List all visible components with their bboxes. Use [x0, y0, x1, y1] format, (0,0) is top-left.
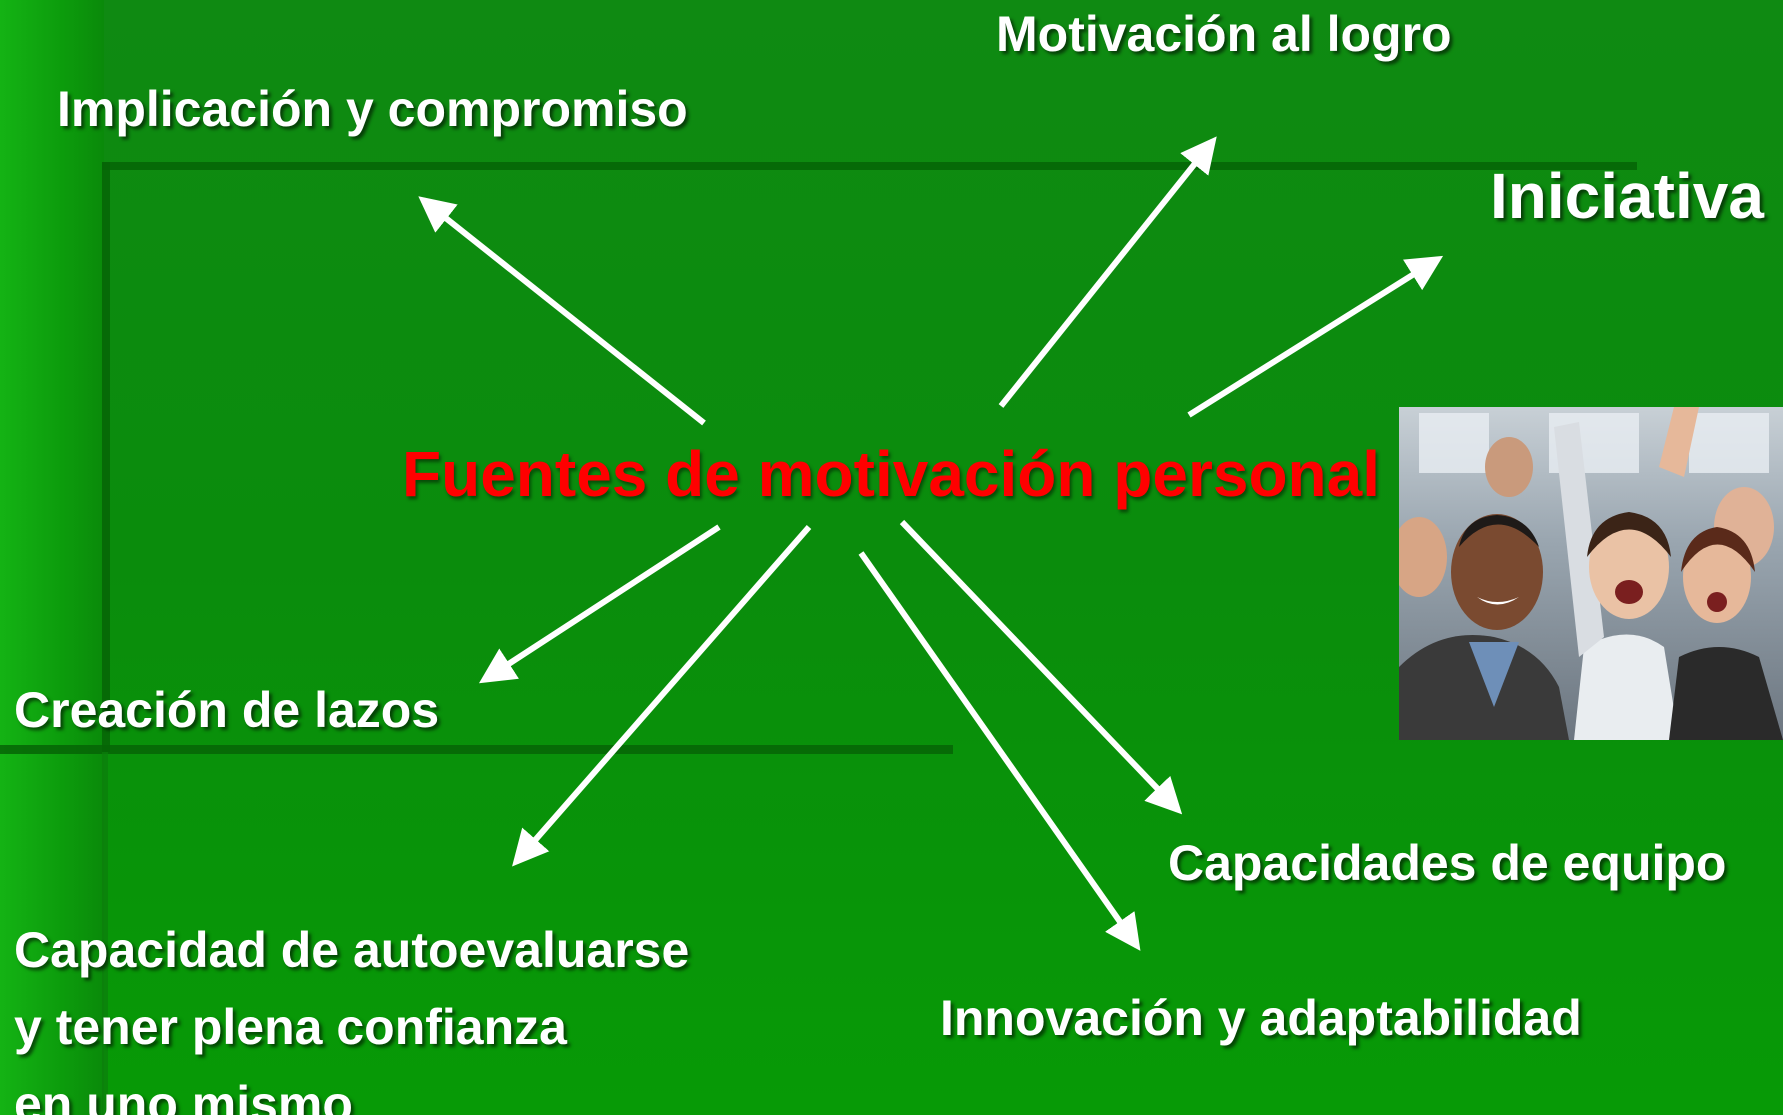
label-autoevaluarse-line-3: en uno mismo: [14, 1076, 353, 1115]
arrow-to-creacion: [478, 524, 721, 684]
arrow-to-capacidades-equipo: [899, 519, 1183, 815]
people-illustration: [1399, 407, 1783, 740]
label-iniciativa: Iniciativa: [1490, 160, 1764, 232]
label-implicacion-compromiso: Implicación y compromiso: [57, 81, 688, 137]
central-topic: Fuentes de motivación personal: [402, 438, 1380, 510]
arrow-to-autoevaluarse: [512, 525, 812, 867]
arrow-to-implicacion: [418, 196, 706, 426]
label-motivacion-logro: Motivación al logro: [996, 6, 1452, 62]
group-of-cheering-people-photo: [1399, 407, 1783, 740]
top-rule-decoration: [102, 162, 1637, 170]
arrow-to-iniciativa: [1187, 255, 1444, 418]
label-innovacion-adaptabilidad: Innovación y adaptabilidad: [940, 990, 1582, 1046]
left-panel-decoration: [0, 0, 104, 1115]
arrow-to-innovacion: [858, 551, 1141, 951]
middle-rule-decoration: [0, 745, 953, 754]
label-creacion-lazos: Creación de lazos: [14, 682, 440, 738]
arrow-to-motivacion: [998, 136, 1217, 408]
left-rule-decoration: [102, 162, 110, 752]
label-autoevaluarse: Capacidad de autoevaluarse y tener plena…: [14, 912, 689, 1115]
label-autoevaluarse-line-1: Capacidad de autoevaluarse: [14, 922, 690, 978]
lower-rule-decoration: [102, 752, 108, 1115]
label-autoevaluarse-line-2: y tener plena confianza: [14, 999, 567, 1055]
label-capacidades-equipo: Capacidades de equipo: [1168, 835, 1727, 891]
